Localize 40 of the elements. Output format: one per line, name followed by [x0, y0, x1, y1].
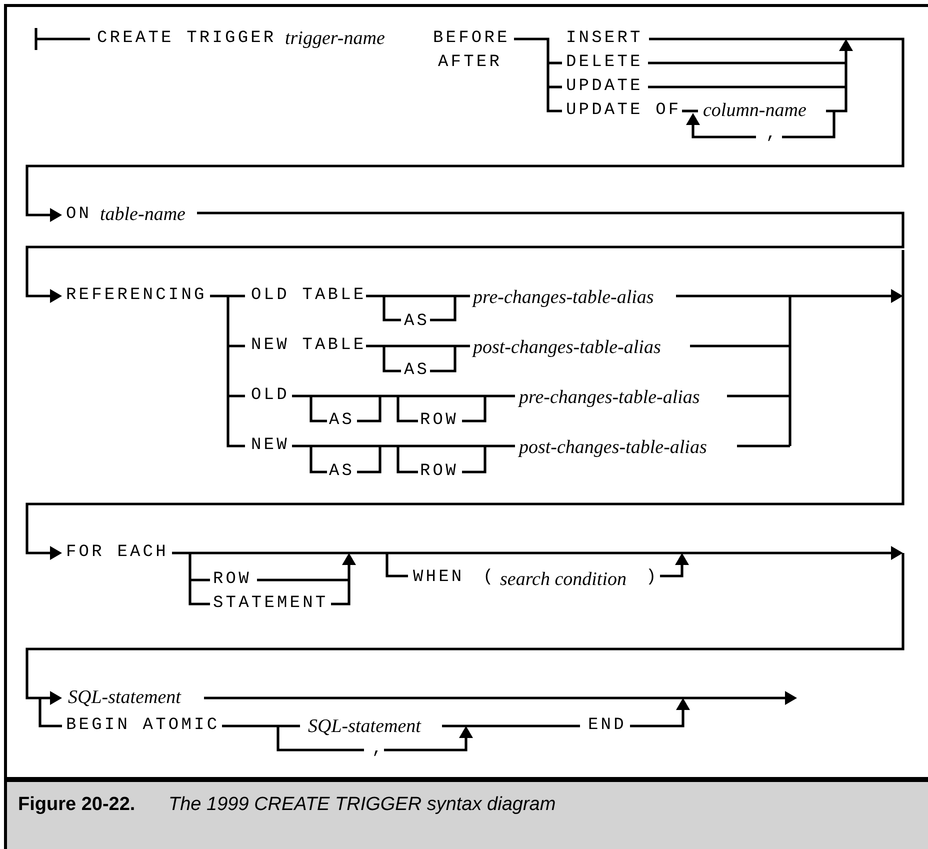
- syntax-keyword: AS: [404, 362, 430, 380]
- syntax-keyword: END: [588, 717, 626, 734]
- syntax-keyword: AS: [329, 412, 355, 430]
- syntax-keyword: WHEN: [413, 569, 464, 586]
- syntax-keyword: ): [646, 569, 659, 586]
- syntax-placeholder: post-changes-table-alias: [519, 438, 707, 458]
- syntax-placeholder: SQL-statement: [68, 688, 181, 708]
- syntax-keyword: BEFORE: [433, 30, 510, 48]
- syntax-placeholder: table-name: [100, 205, 186, 224]
- syntax-keyword: ON: [66, 206, 92, 224]
- syntax-keyword: AFTER: [438, 54, 502, 72]
- syntax-keyword: NEW: [251, 437, 290, 454]
- syntax-keyword: NEW TABLE: [251, 337, 366, 354]
- syntax-keyword: FOR EACH: [66, 544, 168, 562]
- syntax-keyword: DELETE: [566, 54, 643, 72]
- syntax-keyword: ROW: [420, 463, 458, 480]
- syntax-placeholder: search condition: [500, 570, 626, 590]
- syntax-keyword: AS: [329, 463, 355, 480]
- syntax-keyword: ,: [372, 741, 385, 758]
- syntax-placeholder: SQL-statement: [308, 717, 421, 736]
- syntax-keyword: AS: [404, 313, 430, 330]
- syntax-placeholder: post-changes-table-alias: [473, 338, 661, 358]
- syntax-keyword: INSERT: [566, 30, 643, 48]
- syntax-keyword: BEGIN ATOMIC: [66, 717, 220, 734]
- syntax-placeholder: trigger-name: [285, 29, 385, 48]
- syntax-keyword: (: [483, 569, 496, 586]
- syntax-keyword: OLD TABLE: [251, 287, 366, 304]
- syntax-keyword: STATEMENT: [213, 595, 328, 612]
- syntax-keyword: CREATE TRIGGER: [97, 30, 276, 48]
- syntax-placeholder: pre-changes-table-alias: [519, 388, 700, 408]
- syntax-keyword: UPDATE: [566, 78, 643, 96]
- syntax-placeholder: pre-changes-table-alias: [473, 288, 654, 308]
- syntax-keyword: ,: [766, 126, 779, 144]
- syntax-keyword: OLD: [251, 387, 290, 404]
- syntax-keyword: ROW: [420, 412, 458, 430]
- syntax-keyword: UPDATE OF: [566, 102, 682, 120]
- figure-caption: Figure 20-22. The 1999 CREATE TRIGGER syntax diagram: [18, 794, 556, 816]
- syntax-placeholder: column-name: [703, 101, 806, 120]
- syntax-keyword: REFERENCING: [66, 287, 207, 304]
- syntax-keyword: ROW: [213, 571, 252, 588]
